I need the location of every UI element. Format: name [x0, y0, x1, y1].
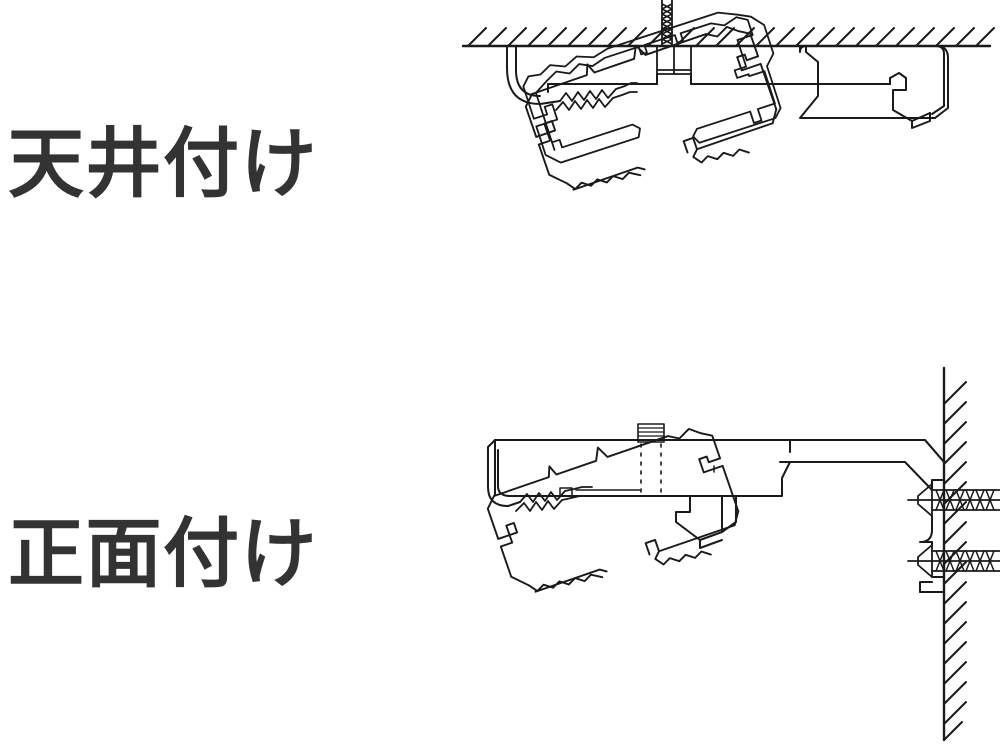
ceiling-bracket: [506, 45, 949, 129]
headbox-rail-profile: [486, 427, 740, 593]
hidden-line: [640, 443, 662, 493]
engagement-teeth: [515, 486, 593, 512]
wall-screw-lower-icon: [907, 544, 1000, 578]
headbox-profile-detail: [524, 25, 778, 191]
mounting-screw-icon: [661, 0, 673, 47]
ceiling-hatch-icon: [467, 27, 995, 47]
headbox-rail-profile: [522, 11, 782, 164]
engagement-teeth: [555, 82, 638, 111]
wall-section: [942, 366, 967, 742]
wall-screw-upper-icon: [907, 483, 1000, 517]
label-front-mount: 正面付け: [8, 509, 319, 598]
front-mount-bracket-box: [487, 423, 791, 549]
label-ceiling-mount: 天井付け: [8, 119, 319, 208]
wall-bracket-arm: [779, 439, 945, 593]
ceiling-section: [461, 27, 995, 48]
wall-hatch-icon: [943, 381, 967, 741]
